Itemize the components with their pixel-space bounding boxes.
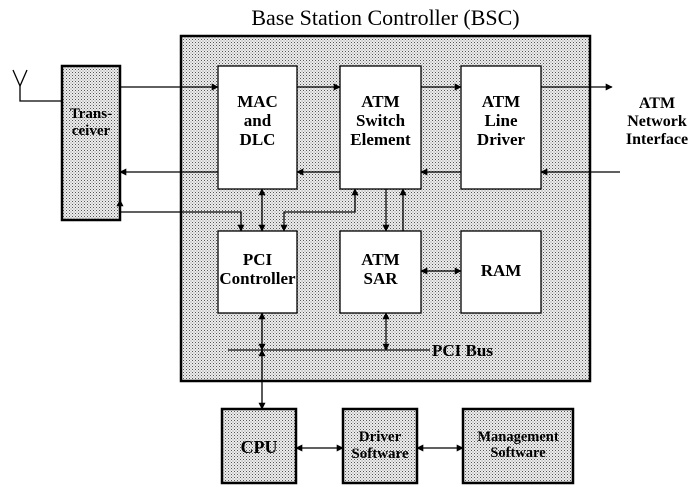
diagram-title: Base Station Controller (BSC) [251,5,520,30]
atm-sar-block [339,230,422,314]
atm-line-driver-label: ATM Line Driver [476,92,526,150]
driver-software-label: Driver Software [351,429,409,462]
atm-switch-element-block [339,65,422,190]
cpu-label: CPU [240,437,278,457]
pci-controller-label: PCI Controller [219,250,296,289]
atm-switch-element-label: ATM Switch Element [350,92,411,150]
atm-sar-label: ATM SAR [361,250,400,289]
pci-controller-block [217,230,298,314]
pci-bus-label: PCI Bus [432,341,493,360]
management-software-label: Management Software [477,429,559,462]
antenna-icon [12,69,62,102]
mac-dlc-label: MAC and DLC [237,92,278,150]
transceiver-label: Trans- ceiver [69,106,113,139]
ram-block [460,230,542,314]
cpu-block [220,407,298,485]
ram-label: RAM [480,261,522,280]
atm-line-driver-block [460,65,542,190]
transceiver-block [60,64,122,222]
connection-arrows [116,83,620,452]
atm-network-interface-label: ATM Network Interface [625,95,689,148]
mac-dlc-block [217,65,298,190]
